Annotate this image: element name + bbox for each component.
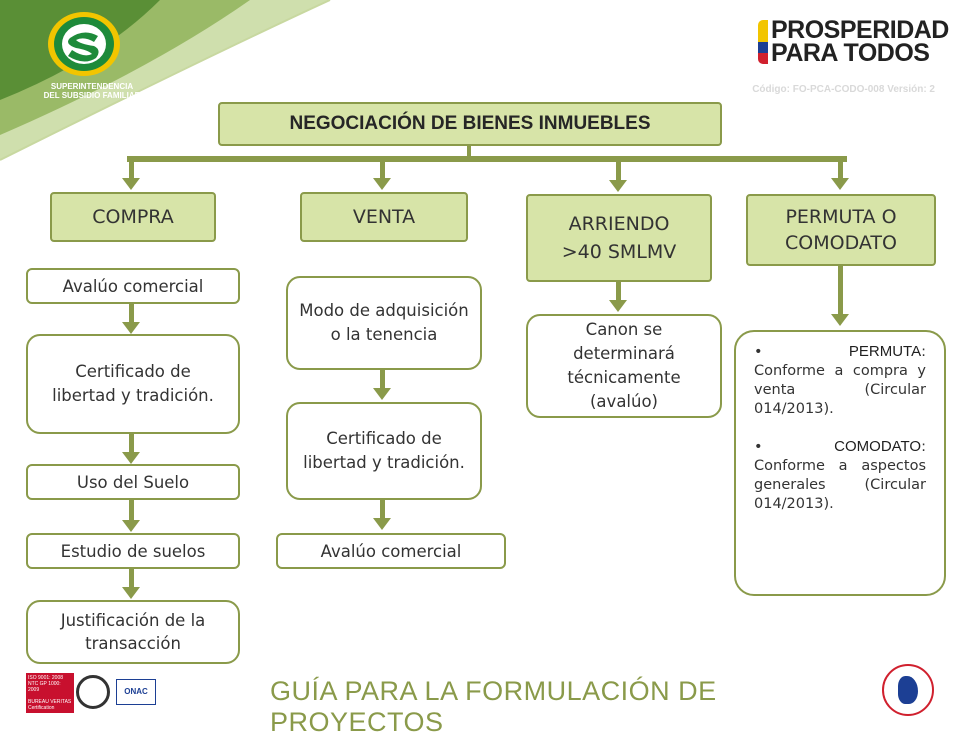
branch-venta: VENTA (300, 192, 468, 242)
arriendo-item-canon: Canon se determinará técnicamente (avalú… (526, 314, 722, 418)
onac-badge: ONAC (116, 679, 156, 705)
venta-link-1 (380, 370, 385, 390)
superintendencia-logo: SUPERINTENDENCIA DEL SUBSIDIO FAMILIAR (22, 8, 162, 100)
arrow-down-icon (831, 314, 849, 326)
prosperidad-logo: PROSPERIDAD PARA TODOS (758, 18, 949, 68)
branch-bar (127, 156, 847, 162)
arrow-down-icon (609, 180, 627, 192)
compra-link-3 (129, 500, 134, 522)
arrow-down-icon (122, 520, 140, 532)
stem-venta (380, 160, 385, 178)
compra-link-2 (129, 434, 134, 454)
arrow-down-icon (122, 587, 140, 599)
arriendo-link-1 (616, 282, 621, 302)
bullet-dot-icon: • (754, 344, 849, 360)
stem-compra (129, 160, 134, 178)
arrow-down-icon (122, 322, 140, 334)
branch-permuta: PERMUTA O COMODATO (746, 194, 936, 266)
permuta-details: • PERMUTA: Conforme a compra y venta (Ci… (734, 330, 946, 596)
compra-item-avaluo: Avalúo comercial (26, 268, 240, 304)
bureau-veritas-seal-icon (76, 675, 110, 709)
arrow-down-icon (609, 300, 627, 312)
compra-item-justificacion: Justificación de la transacción (26, 600, 240, 664)
arrow-down-icon (373, 388, 391, 400)
certification-logos: ISO 9001: 2008 NTC GP 1000: 2009 BUREAU … (26, 673, 158, 713)
logo-line2: DEL SUBSIDIO FAMILIAR (43, 91, 141, 100)
map-shape-icon (898, 676, 918, 704)
branch-compra: COMPRA (50, 192, 216, 242)
permuta-bullet: • PERMUTA: Conforme a compra y venta (Ci… (754, 342, 926, 419)
flag-blue-icon (758, 42, 768, 53)
brand-line2: PARA TODOS (771, 39, 930, 67)
logo-line1: SUPERINTENDENCIA (50, 82, 134, 91)
title-stem (467, 146, 471, 158)
permuta-text: : Conforme a compra y venta (Circular 01… (754, 344, 926, 417)
diagram-title: NEGOCIACIÓN DE BIENES INMUEBLES (218, 102, 722, 146)
arrow-down-icon (373, 518, 391, 530)
comodato-bullet: • COMODATO: Conforme a aspectos generale… (754, 437, 926, 514)
arrow-down-icon (373, 178, 391, 190)
permuta-link-1 (838, 266, 843, 316)
comodato-head: COMODATO (834, 438, 922, 455)
permuta-head: PERMUTA (848, 343, 922, 360)
stem-permuta (838, 160, 843, 178)
iso-badge: ISO 9001: 2008 NTC GP 1000: 2009 BUREAU … (26, 673, 74, 713)
brand-line1: PROSPERIDAD (771, 16, 949, 44)
venta-item-certificado: Certificado de libertad y tradición. (286, 402, 482, 500)
footer-title: GUÍA PARA LA FORMULACIÓN DE PROYECTOS (270, 676, 717, 737)
compra-link-4 (129, 569, 134, 589)
compra-item-estudio: Estudio de suelos (26, 533, 240, 569)
compra-item-certificado: Certificado de libertad y tradición. (26, 334, 240, 434)
bullet-dot-icon: • (754, 439, 835, 455)
logo-s-icon (48, 12, 120, 76)
flag-yellow-icon (758, 20, 768, 42)
document-code: Código: FO-PCA-CODO-008 Versión: 2 (752, 84, 935, 95)
comodato-text: : Conforme a aspectos generales (Circula… (754, 439, 926, 512)
cert-cert: Certification (28, 705, 55, 711)
stem-arriendo (616, 160, 621, 180)
compra-link-1 (129, 304, 134, 324)
cert-iso: ISO 9001: 2008 (28, 675, 64, 681)
branch-arriendo: ARRIENDO >40 SMLMV (526, 194, 712, 282)
arrow-down-icon (122, 452, 140, 464)
venta-item-modo: Modo de adquisición o la tenencia (286, 276, 482, 370)
compra-item-uso-suelo: Uso del Suelo (26, 464, 240, 500)
cert-ntc: NTC GP 1000: 2009 (28, 681, 61, 693)
cert-bv: BUREAU VERITAS (28, 699, 72, 705)
venta-item-avaluo: Avalúo comercial (276, 533, 506, 569)
arrow-down-icon (122, 178, 140, 190)
colombia-seal-icon (882, 664, 934, 716)
flag-red-icon (758, 53, 768, 64)
venta-link-2 (380, 500, 385, 520)
arrow-down-icon (831, 178, 849, 190)
